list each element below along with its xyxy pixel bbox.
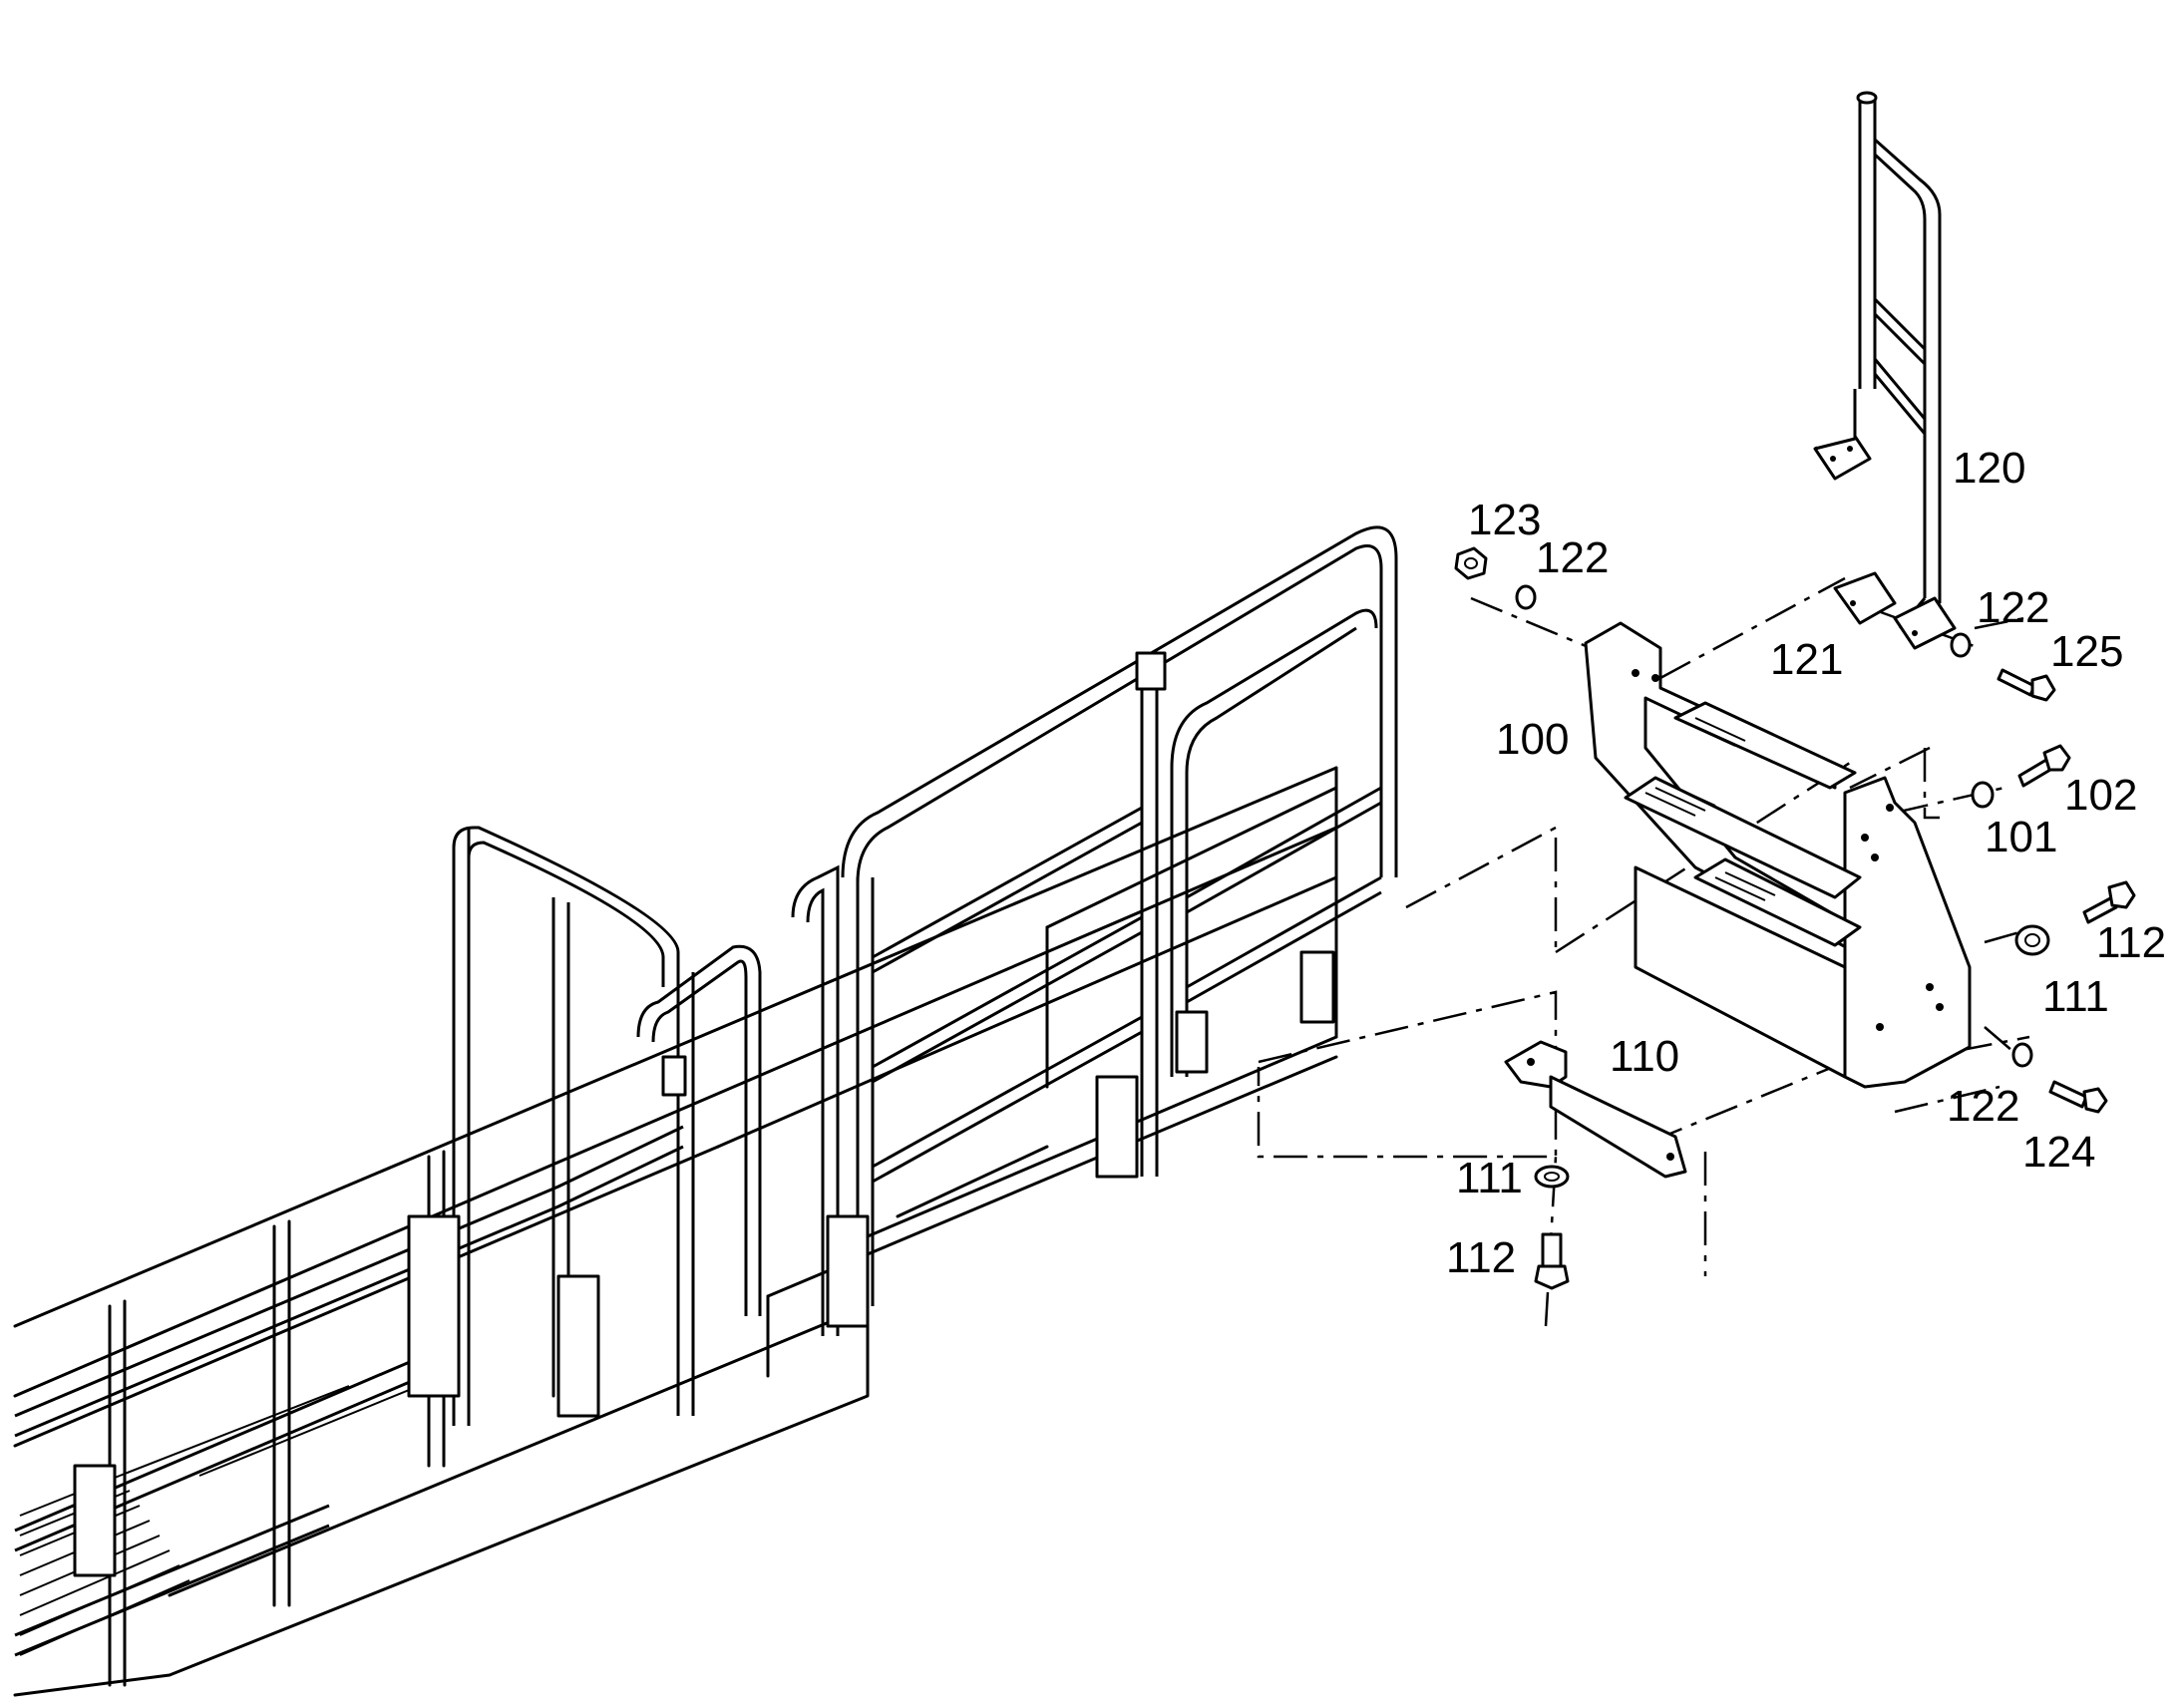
washer-111a: [2014, 924, 2050, 956]
part-number-labels: 120 123 122 122 121 125 100 102 101 112 …: [1446, 444, 2166, 1282]
bolt-102: [2017, 744, 2071, 788]
part-label-123: 123: [1468, 496, 1541, 544]
part-label-110: 110: [1610, 1032, 1679, 1081]
washer-101: [1971, 781, 1995, 809]
washer-122c: [2011, 1042, 2033, 1068]
part-label-121: 121: [1770, 635, 1843, 684]
part-label-102: 102: [2064, 771, 2137, 820]
bolt-112b: [1534, 1232, 1570, 1290]
washer-122b: [1950, 632, 1972, 658]
nut-123: [1454, 546, 1488, 580]
bolt-112a: [2082, 880, 2136, 924]
part-label-112-lower: 112: [1446, 1233, 1516, 1282]
part-label-125: 125: [2050, 627, 2123, 676]
part-label-122-lower: 122: [1947, 1082, 2019, 1131]
fasteners: [1454, 546, 2136, 1290]
part-label-120: 120: [1953, 444, 2025, 493]
part-label-124: 124: [2022, 1128, 2095, 1177]
bolt-125: [1997, 668, 2056, 702]
part-label-111-right: 111: [2042, 972, 2109, 1021]
part-label-122-upper-left: 122: [1536, 533, 1609, 582]
washer-111b: [1534, 1165, 1570, 1189]
washer-122a: [1515, 584, 1537, 610]
part-label-101: 101: [1985, 813, 2057, 861]
step-assembly-100: [1584, 621, 1972, 1089]
bracket-110: [1504, 1040, 1687, 1179]
part-label-111-lower: 111: [1456, 1154, 1523, 1202]
handrail-120: [1813, 91, 1957, 650]
part-label-122-upper-right: 122: [1977, 583, 2049, 632]
bolt-124: [2048, 1080, 2108, 1114]
part-label-112-right: 112: [2096, 918, 2166, 967]
part-label-100: 100: [1496, 715, 1569, 764]
walkway-assembly: [13, 525, 1398, 1697]
